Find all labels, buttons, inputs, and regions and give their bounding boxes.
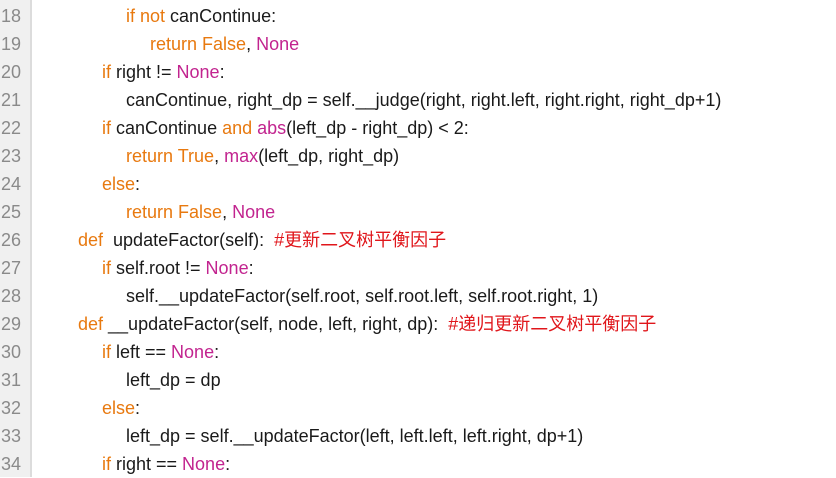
code-token-kw: if — [102, 342, 111, 362]
code-area[interactable]: if not canContinue: return False, None i… — [32, 0, 836, 477]
code-line[interactable]: def __updateFactor(self, node, left, rig… — [54, 310, 836, 338]
code-line[interactable]: self.__updateFactor(self.root, self.root… — [54, 282, 836, 310]
line-number: 18 — [1, 6, 22, 26]
line-number: 30 — [1, 342, 22, 362]
line-number: 32 — [1, 398, 22, 418]
code-token: , — [222, 202, 233, 222]
code-comment: #更新二叉树平衡因子 — [274, 230, 447, 250]
code-token-const: abs — [257, 118, 287, 138]
code-line[interactable]: left_dp = dp — [54, 366, 836, 394]
code-line[interactable]: return False, None — [54, 30, 836, 58]
line-number: 22 — [1, 118, 22, 138]
line-number: 24 — [1, 174, 22, 194]
code-line[interactable]: def updateFactor(self): #更新二叉树平衡因子 — [54, 226, 836, 254]
code-line[interactable]: left_dp = self.__updateFactor(left, left… — [54, 422, 836, 450]
code-token-const: None — [205, 258, 249, 278]
code-line[interactable]: return False, None — [54, 198, 836, 226]
code-line[interactable]: if left == None: — [54, 338, 836, 366]
code-comment: #递归更新二叉树平衡因子 — [448, 314, 657, 334]
code-token: : — [219, 62, 225, 82]
code-token-kw: def — [78, 230, 104, 250]
code-token-kw: if — [102, 454, 111, 474]
code-token: left_dp = dp — [126, 370, 221, 390]
code-token-kw: if — [102, 118, 111, 138]
code-token: updateFactor(self): — [103, 230, 275, 250]
code-token: canContinue: — [165, 6, 277, 26]
code-token-kw: else — [102, 398, 136, 418]
code-line[interactable]: else: — [54, 394, 836, 422]
code-token-kw: not — [140, 6, 166, 26]
line-number: 28 — [1, 286, 22, 306]
code-token-const: max — [224, 146, 259, 166]
code-token: : — [135, 174, 141, 194]
code-token: canContinue — [111, 118, 223, 138]
line-number: 21 — [1, 90, 22, 110]
code-token: : — [214, 342, 220, 362]
code-token: , — [214, 146, 225, 166]
code-line[interactable]: canContinue, right_dp = self.__judge(rig… — [54, 86, 836, 114]
code-line[interactable]: else: — [54, 170, 836, 198]
code-token: self.__updateFactor(self.root, self.root… — [126, 286, 599, 306]
code-token-const: None — [256, 34, 300, 54]
line-number: 25 — [1, 202, 22, 222]
code-line[interactable]: if right != None: — [54, 58, 836, 86]
code-token-kw: return — [126, 202, 174, 222]
code-token-kw: if — [126, 6, 135, 26]
line-number: 20 — [1, 62, 22, 82]
code-token-const: None — [232, 202, 276, 222]
code-line[interactable]: if not canContinue: — [54, 2, 836, 30]
code-line[interactable]: if self.root != None: — [54, 254, 836, 282]
line-number: 19 — [1, 34, 22, 54]
line-number: 33 — [1, 426, 22, 446]
code-token-const: None — [176, 62, 220, 82]
code-token: left == — [111, 342, 172, 362]
line-number: 26 — [1, 230, 22, 250]
code-token: (left_dp - right_dp) < 2: — [286, 118, 469, 138]
code-token-kw: return — [126, 146, 174, 166]
code-token: right != — [111, 62, 177, 82]
code-token-kw: if — [102, 62, 111, 82]
code-token-kw: else — [102, 174, 136, 194]
code-token-kw: and — [222, 118, 253, 138]
code-token-kw: True — [177, 146, 215, 166]
code-token-kw: False — [178, 202, 223, 222]
line-number-gutter: 18 19 20 21 22 23 24 25 26 27 28 29 30 3… — [0, 0, 32, 477]
code-line[interactable]: return True, max(left_dp, right_dp) — [54, 142, 836, 170]
line-number: 31 — [1, 370, 22, 390]
code-token: : — [248, 258, 254, 278]
code-token: left_dp = self.__updateFactor(left, left… — [126, 426, 584, 446]
code-token-kw: if — [102, 258, 111, 278]
code-token-kw: def — [78, 314, 104, 334]
code-token: right == — [111, 454, 183, 474]
line-number: 29 — [1, 314, 22, 334]
line-number: 27 — [1, 258, 22, 278]
code-line[interactable]: if canContinue and abs(left_dp - right_d… — [54, 114, 836, 142]
line-number: 34 — [1, 454, 22, 474]
code-token: : — [225, 454, 231, 474]
code-token-const: None — [171, 342, 215, 362]
code-token: self.root != — [111, 258, 206, 278]
code-token: : — [135, 398, 141, 418]
code-token-const: None — [182, 454, 226, 474]
code-token-kw: False — [202, 34, 247, 54]
code-line[interactable]: if right == None: — [54, 450, 836, 478]
code-token: (left_dp, right_dp) — [258, 146, 400, 166]
code-token: , — [246, 34, 257, 54]
code-token: __updateFactor(self, node, left, right, … — [103, 314, 449, 334]
code-token: canContinue, right_dp = self.__judge(rig… — [126, 90, 722, 110]
line-number: 23 — [1, 146, 22, 166]
code-token-kw: return — [150, 34, 198, 54]
